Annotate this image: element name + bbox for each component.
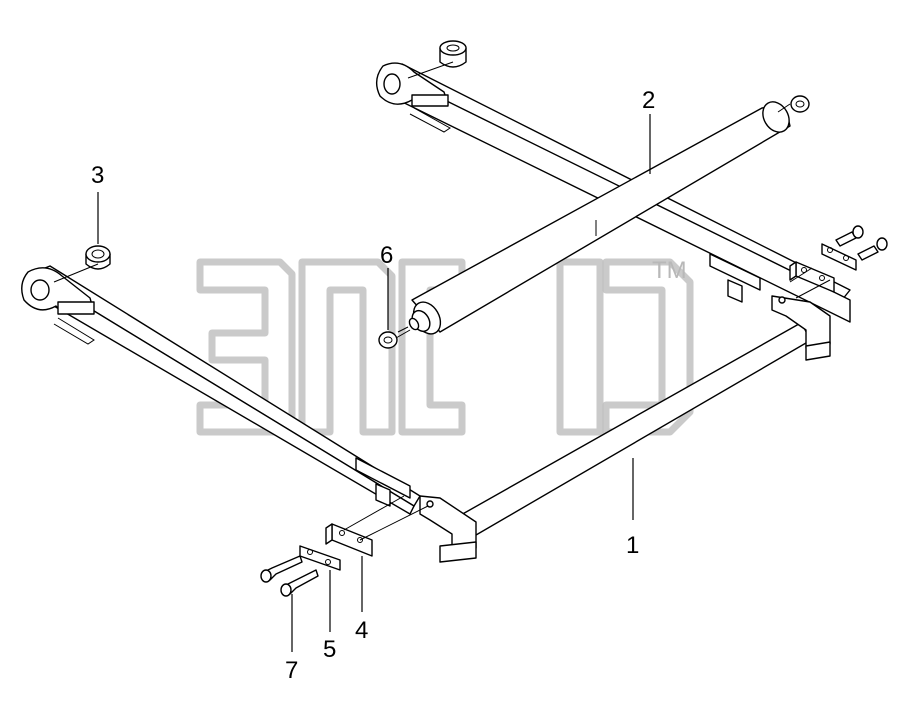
callout-3: 3 (91, 162, 104, 189)
left-plate-thick (325, 523, 373, 557)
callout-7: 7 (285, 657, 298, 684)
callout-5: 5 (323, 636, 336, 663)
roller-end-washer (790, 95, 810, 113)
right-plates (789, 243, 857, 293)
back-arm-eye-icon (383, 73, 401, 95)
back-bushing (439, 40, 467, 68)
left-bolts (260, 555, 319, 597)
roller (397, 101, 791, 335)
front-bushing (85, 245, 111, 270)
watermark-logo: TM (196, 257, 694, 436)
front-arm-eye-icon (30, 279, 50, 301)
front-arm (21, 265, 421, 515)
leader-lines (97, 114, 651, 652)
right-bolts (835, 225, 888, 261)
callout-4: 4 (355, 617, 368, 644)
watermark-trademark: TM (652, 257, 687, 284)
cross-tube (419, 295, 831, 563)
assembly-lines (53, 61, 831, 541)
callout-labels: 1 2 3 4 5 6 7 (91, 87, 655, 684)
callout-2: 2 (642, 87, 655, 114)
roller-washer (378, 331, 398, 349)
left-plate-thin (299, 545, 341, 571)
callout-6: 6 (380, 242, 393, 269)
callout-1: 1 (626, 532, 639, 559)
